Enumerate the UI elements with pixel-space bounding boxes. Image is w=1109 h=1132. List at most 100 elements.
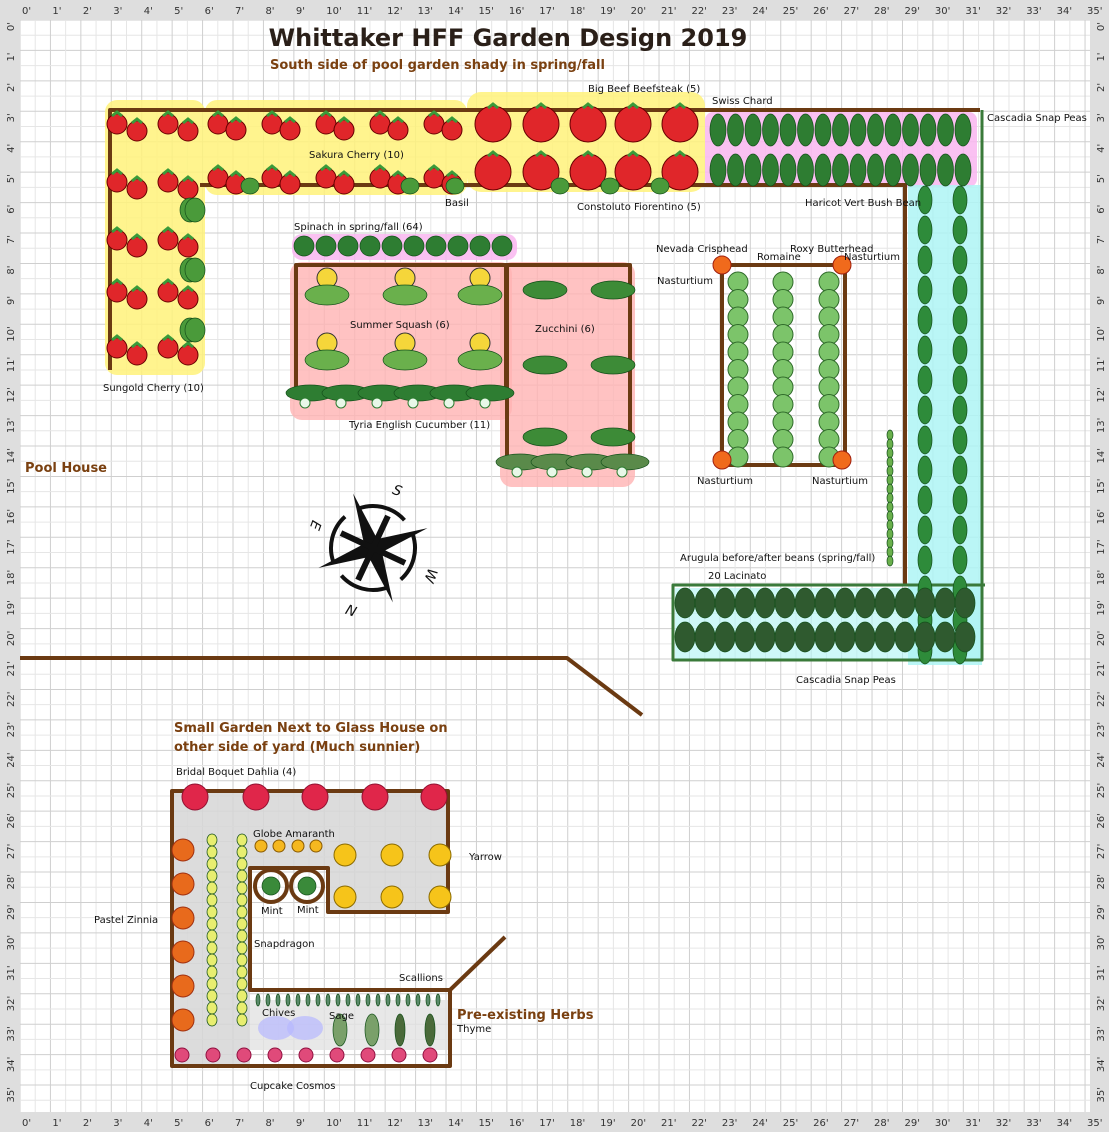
cosmos-icon (267, 1047, 283, 1063)
snapdragon-icon (206, 941, 218, 955)
plant-label: Nasturtium (812, 476, 868, 487)
ruler-label: 1' (6, 52, 17, 61)
ruler-label: 20' (631, 6, 646, 17)
ruler-label: 12' (387, 6, 402, 17)
tomato-stem-icon (111, 334, 123, 342)
zucchini-icon (590, 427, 636, 447)
tomato-stem-icon (320, 110, 332, 118)
zinnia-icon (171, 940, 195, 964)
tomato-stem-icon (284, 170, 296, 178)
ruler-label: 10' (6, 326, 17, 341)
arugula-icon (886, 474, 894, 486)
lacinato-icon (854, 621, 876, 653)
plant-label: Roxy Butterhead (790, 244, 873, 255)
ruler-label: 4' (144, 6, 153, 17)
tomato-stem-icon (284, 116, 296, 124)
ruler-label: 10' (326, 1118, 341, 1129)
chard-icon (727, 153, 744, 187)
ruler-label: 15' (6, 478, 17, 493)
lacinato-icon (774, 587, 796, 619)
ruler-label: 13' (418, 6, 433, 17)
plant-label: Mint (297, 905, 319, 916)
bean-icon (952, 485, 968, 515)
bean-icon (952, 305, 968, 335)
ruler-label: 12' (6, 387, 17, 402)
tomato-stem-icon (111, 110, 123, 118)
snapdragon-icon (236, 953, 248, 967)
ruler-label: 11' (357, 6, 372, 17)
tomato-stem-icon (487, 150, 499, 158)
chard-icon (832, 113, 849, 147)
ruler-label: 27' (844, 6, 859, 17)
beefsteak-icon (661, 153, 699, 191)
tomato-icon (177, 178, 199, 200)
scallion-icon (275, 993, 281, 1007)
snapdragon-icon (206, 965, 218, 979)
labels: Whittaker HFF Garden Design 2019 South s… (25, 24, 1087, 1092)
ruler-label: 34' (1096, 1057, 1107, 1072)
ruler-label: 12' (387, 1118, 402, 1129)
tomato-stem-icon (111, 168, 123, 176)
zucchini-icon (522, 427, 568, 447)
snapdragon-icon (236, 893, 248, 907)
tomato-stem-icon (374, 110, 386, 118)
cosmos-icon (205, 1047, 221, 1063)
ruler (0, 0, 20, 1132)
ruler-label: 18' (1096, 570, 1107, 585)
snapdragon-icon (236, 905, 248, 919)
tomato-stem-icon (131, 117, 143, 125)
ruler-label: 16' (509, 6, 524, 17)
bean-icon (917, 215, 933, 245)
yarrow-icon (333, 843, 357, 867)
plant-label: Globe Amaranth (253, 829, 335, 840)
tomato-icon (177, 288, 199, 310)
bean-icon (917, 275, 933, 305)
ruler-label: 9' (296, 1118, 305, 1129)
cucumber-slice-icon (407, 397, 419, 409)
dahlia-icon (361, 783, 389, 811)
thyme-icon (394, 1013, 406, 1047)
small-garden-label-2: other side of yard (Much sunnier) (174, 740, 420, 755)
snapdragon-icon (236, 929, 248, 943)
plant-label: Big Beef Beefsteak (5) (588, 84, 700, 95)
chard-icon (832, 153, 849, 187)
nasturtium-icon (832, 255, 852, 275)
zinnia-icon (171, 974, 195, 998)
tomato-icon (106, 113, 128, 135)
yarrow-icon (380, 885, 404, 909)
tomato-stem-icon (674, 150, 686, 158)
tomato-icon (106, 229, 128, 251)
ruler-label: 18' (6, 570, 17, 585)
zinnia-icon (171, 838, 195, 862)
lacinato-icon (714, 621, 736, 653)
chard-icon (884, 153, 902, 187)
tomato-icon (279, 173, 301, 195)
zucchini-icon (590, 280, 636, 300)
yarrow-icon (428, 843, 452, 867)
tomato-stem-icon (162, 334, 174, 342)
tomato-stem-icon (131, 233, 143, 241)
ruler-label: 0' (1096, 22, 1107, 31)
bean-icon (952, 455, 968, 485)
scallion-icon (395, 993, 401, 1007)
basil-icon (650, 177, 670, 195)
snapdragon-icon (236, 833, 248, 847)
arugula-icon (886, 501, 894, 513)
cosmos-icon (422, 1047, 438, 1063)
tomato-icon (369, 167, 391, 189)
tomato-stem-icon (131, 285, 143, 293)
scallion-icon (255, 993, 261, 1007)
ruler-label: 19' (600, 6, 615, 17)
ruler-label: 23' (6, 722, 17, 737)
ruler-label: 5' (174, 6, 183, 17)
lacinato-icon (874, 621, 896, 653)
snapdragon-icon (206, 929, 218, 943)
tomato-icon (126, 236, 148, 258)
bean-icon (952, 545, 968, 575)
tomato-stem-icon (627, 102, 639, 110)
ruler-label: 9' (1096, 296, 1107, 305)
cucumber-slice-icon (511, 466, 523, 478)
basil-icon (445, 177, 465, 195)
tomato-icon (315, 113, 337, 135)
